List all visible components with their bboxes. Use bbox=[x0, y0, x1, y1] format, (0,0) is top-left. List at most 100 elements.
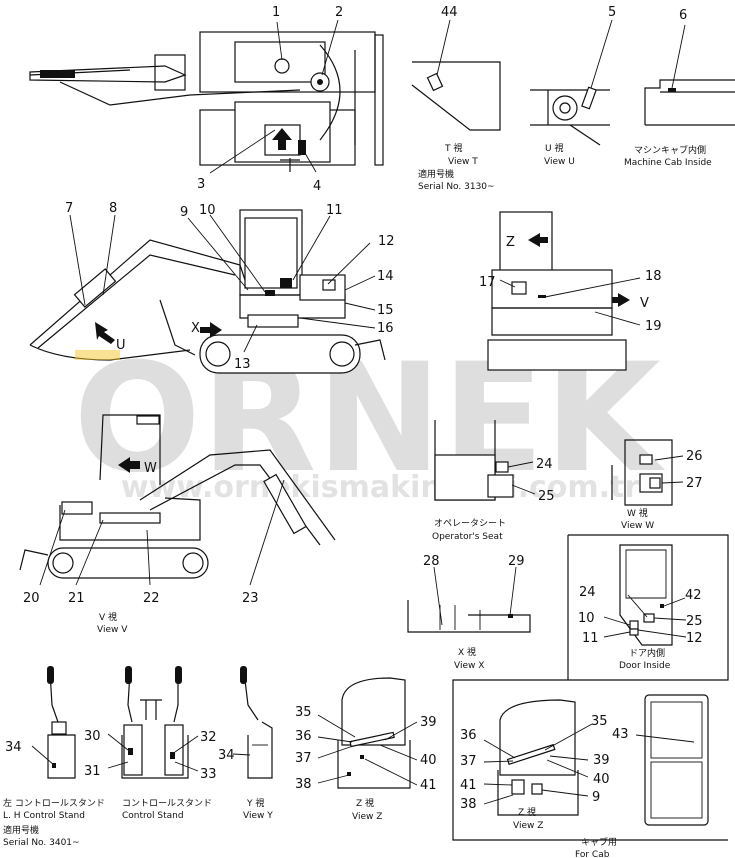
callout-37a: 37 bbox=[295, 751, 312, 766]
callout-39b: 39 bbox=[593, 753, 610, 768]
operators-seat-label: Operator's Seat bbox=[432, 532, 503, 542]
view-x-jp: X 視 bbox=[458, 646, 476, 658]
callout-36b: 36 bbox=[460, 728, 477, 743]
cab-inside-jp: マシンキャブ内側 bbox=[634, 144, 706, 156]
door-inside-jp: ドア内側 bbox=[629, 647, 665, 659]
callout-31: 31 bbox=[84, 764, 101, 779]
callout-40a: 40 bbox=[420, 753, 437, 768]
view-t-label: View T bbox=[448, 157, 478, 167]
arrow-label-w: W bbox=[144, 461, 157, 476]
operators-seat-drawing bbox=[434, 420, 536, 501]
arrow-label-u: U bbox=[116, 338, 126, 353]
view-t-serial: Serial No. 3130~ bbox=[418, 182, 495, 192]
view-v-label: View V bbox=[97, 625, 128, 635]
callout-21: 21 bbox=[68, 591, 85, 606]
callout-36a: 36 bbox=[295, 729, 312, 744]
operators-seat-jp: オペレータシート bbox=[434, 518, 506, 529]
callout-39a: 39 bbox=[420, 715, 437, 730]
view-z-canopy-drawing bbox=[317, 677, 418, 789]
callout-11b: 11 bbox=[582, 631, 599, 646]
arrow-label-x: X bbox=[191, 321, 200, 336]
view-w-label: View W bbox=[621, 521, 654, 531]
callout-12: 12 bbox=[378, 234, 395, 249]
callout-16: 16 bbox=[377, 321, 394, 336]
lh-control-stand-jp: 左 コントロールスタンド bbox=[3, 797, 105, 809]
callout-25a: 25 bbox=[538, 489, 555, 504]
callout-2: 2 bbox=[335, 5, 343, 20]
cab-inside-label: Machine Cab Inside bbox=[624, 158, 712, 168]
callout-34a: 34 bbox=[5, 740, 22, 755]
callout-30: 30 bbox=[84, 729, 101, 744]
callout-41b: 41 bbox=[460, 778, 477, 793]
side-view-drawing bbox=[29, 209, 386, 374]
callout-33: 33 bbox=[200, 767, 217, 782]
callout-28: 28 bbox=[423, 554, 440, 569]
callout-18: 18 bbox=[645, 269, 662, 284]
view-w-drawing bbox=[611, 439, 684, 506]
callout-22: 22 bbox=[143, 591, 160, 606]
callout-5: 5 bbox=[608, 5, 616, 20]
top-view-leaders bbox=[209, 19, 339, 174]
view-v-drawing bbox=[19, 414, 336, 579]
view-t-jp: T 視 bbox=[444, 142, 462, 154]
callout-43: 43 bbox=[612, 727, 629, 742]
for-cab-jp: キャブ用 bbox=[581, 836, 617, 848]
callout-27: 27 bbox=[686, 476, 703, 491]
view-t-drawing bbox=[411, 19, 501, 131]
callout-40b: 40 bbox=[593, 772, 610, 787]
view-z-cab-drawing bbox=[483, 699, 593, 816]
view-v-leaders bbox=[39, 479, 285, 586]
lh-control-stand-label: L. H Control Stand bbox=[3, 811, 85, 821]
callout-7: 7 bbox=[65, 201, 73, 216]
callout-13: 13 bbox=[234, 357, 251, 372]
view-z-cab-jp: Z 視 bbox=[518, 806, 536, 818]
callout-12b: 12 bbox=[686, 631, 703, 646]
callout-32: 32 bbox=[200, 730, 217, 745]
door-inside-drawing bbox=[452, 534, 729, 841]
callout-34b: 34 bbox=[218, 748, 235, 763]
for-cab-label: For Cab bbox=[575, 850, 610, 858]
view-u-drawing bbox=[530, 19, 613, 146]
door-inside-label: Door Inside bbox=[619, 661, 671, 671]
callout-17: 17 bbox=[479, 275, 496, 290]
callout-11: 11 bbox=[326, 203, 343, 218]
callout-29: 29 bbox=[508, 554, 525, 569]
arrow-label-z: Z bbox=[506, 235, 515, 250]
callout-26: 26 bbox=[686, 449, 703, 464]
callout-10b: 10 bbox=[578, 611, 595, 626]
callout-44: 44 bbox=[441, 5, 458, 20]
callout-42: 42 bbox=[685, 588, 702, 603]
callout-24a: 24 bbox=[536, 457, 553, 472]
callout-8: 8 bbox=[109, 201, 117, 216]
view-u-jp: U 視 bbox=[545, 142, 563, 154]
callout-38a: 38 bbox=[295, 777, 312, 792]
callout-24b: 24 bbox=[579, 585, 596, 600]
lh-serial-jp: 適用号機 bbox=[3, 824, 39, 836]
view-u-label: View U bbox=[544, 157, 575, 167]
lh-serial: Serial No. 3401~ bbox=[3, 838, 80, 848]
callout-37b: 37 bbox=[460, 754, 477, 769]
cab-door-drawing bbox=[635, 694, 709, 826]
cab-inside-drawing bbox=[644, 24, 735, 126]
callout-15: 15 bbox=[377, 303, 394, 318]
view-t-serial-jp: 適用号機 bbox=[418, 168, 454, 180]
view-z-canopy-label: View Z bbox=[352, 812, 382, 822]
view-z-cab-label: View Z bbox=[513, 821, 543, 831]
rear-view-drawing bbox=[487, 211, 630, 371]
callout-23: 23 bbox=[242, 591, 259, 606]
callout-35b: 35 bbox=[591, 714, 608, 729]
callout-6: 6 bbox=[679, 8, 687, 23]
view-x-label: View X bbox=[454, 661, 484, 671]
view-y-label: View Y bbox=[243, 811, 273, 821]
callout-35a: 35 bbox=[295, 705, 312, 720]
top-view-drawing bbox=[29, 31, 384, 172]
view-w-jp: W 視 bbox=[627, 507, 648, 519]
callout-14: 14 bbox=[377, 269, 394, 284]
arrow-label-v: V bbox=[640, 296, 649, 311]
callout-41a: 41 bbox=[420, 778, 437, 793]
view-x-drawing bbox=[407, 566, 531, 633]
callout-10: 10 bbox=[199, 203, 216, 218]
callout-25b: 25 bbox=[686, 614, 703, 629]
